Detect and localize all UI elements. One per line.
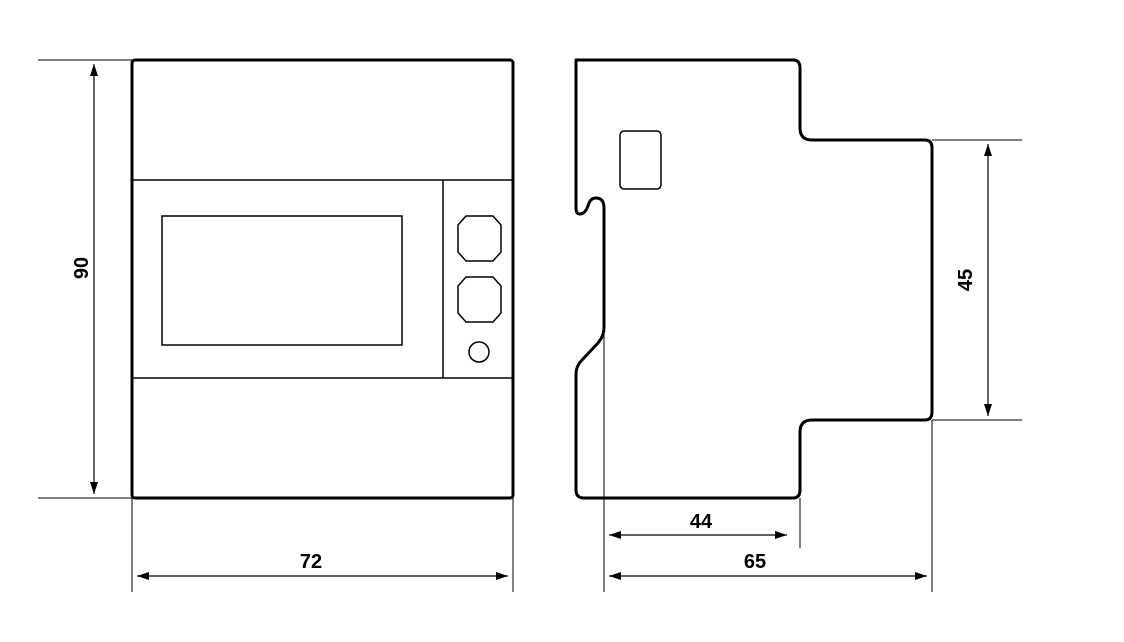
side-depth-inner-label: 44 [690,511,713,533]
front-button-top [457,215,502,262]
side-view [574,58,934,500]
side-label-window [619,130,662,190]
side-depth-total-label: 65 [744,551,766,573]
side-housing-outline [574,58,934,500]
side-rail-height-dimension: 45 [932,139,1022,421]
front-width-label: 72 [300,551,322,573]
front-led-indicator [468,341,490,363]
front-view [130,58,515,500]
lcd-display-window [161,215,403,346]
front-housing-outline [130,58,515,500]
side-rail-height-label: 45 [955,269,977,291]
front-height-label: 90 [71,257,93,279]
front-height-dimension: 90 [38,59,132,499]
front-button-bottom [457,276,502,323]
front-width-dimension: 72 [131,498,514,592]
side-depth-dimensions: 44 65 [603,328,933,592]
